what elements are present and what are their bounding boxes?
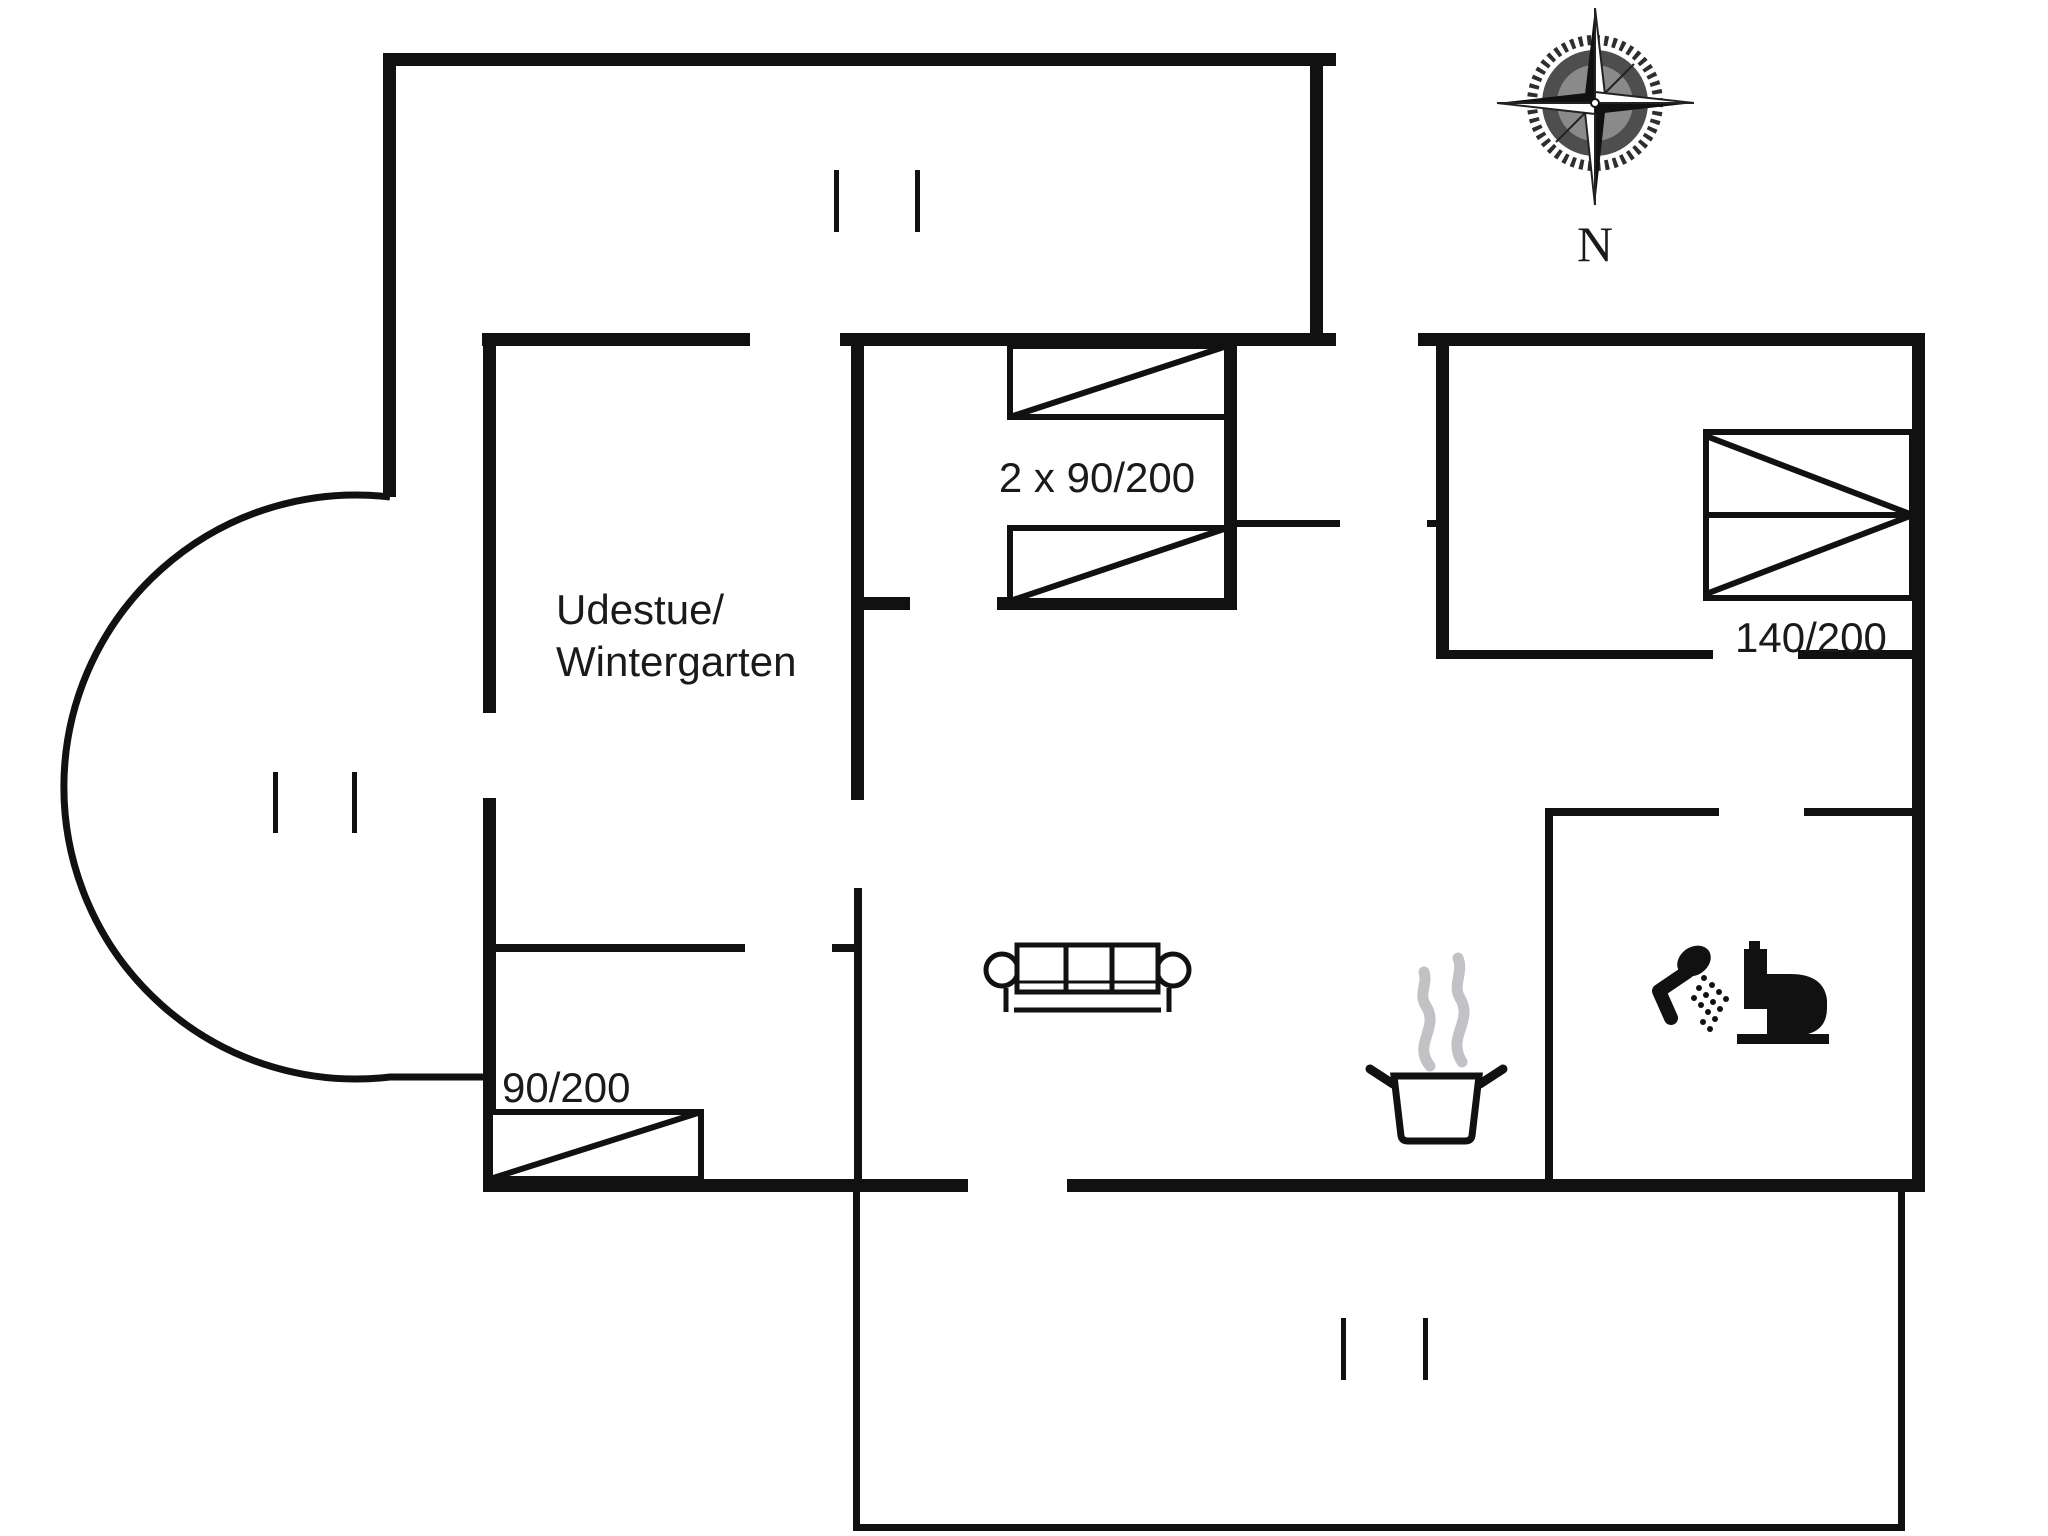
wall [1443,650,1713,659]
interior-walls [483,339,1918,1531]
wall [1436,339,1449,659]
exterior-walls [383,53,1925,1192]
compass-rose-icon [1496,7,1695,206]
bed-icon [487,1109,704,1182]
wall [1418,333,1925,346]
wall [1898,1192,1905,1531]
wall [851,339,864,800]
wall [854,888,862,1188]
bed-size-label-double-room: 140/200 [1735,614,1887,661]
beds [487,343,1915,1182]
bed-size-label-small-room: 90/200 [502,1064,631,1111]
wall [483,944,745,952]
wall [1237,520,1340,527]
window-tick-icon [1341,1318,1346,1380]
wall [482,333,750,346]
wall [1912,333,1925,1192]
wall [851,597,910,610]
room-label-sunroom: Udestue/ Wintergarten [556,584,796,688]
steam-icon [1417,952,1470,1072]
window-tick-icon [1423,1318,1428,1380]
wall [483,339,496,713]
toilet-icon [1737,941,1829,1044]
curved-terrace-wall [60,491,483,1083]
window-tick-icon [273,772,278,833]
window-tick-icon [352,772,357,833]
window-tick-icon [834,170,839,232]
room-label-line1: Udestue/ [556,586,725,633]
wall [832,944,861,952]
wall [383,53,1336,66]
wall [840,333,1336,346]
bed-icon [1007,343,1230,420]
cooking-pot-icon [1365,1064,1508,1145]
shower-icon [1652,945,1729,1032]
compass-north-label: N [1576,216,1614,272]
window-tick-icon [915,170,920,232]
bed-size-label-kids-room: 2 x 90/200 [998,454,1196,501]
window-marks [273,170,1428,1380]
wall [1804,808,1918,816]
wall [1545,808,1719,816]
sofa-icon [983,942,1192,1013]
wall [1545,808,1553,1192]
wall [853,1524,1905,1531]
wall [383,53,396,497]
wall [1067,1179,1925,1192]
double-bed-icon [1703,429,1915,601]
wall [483,1179,968,1192]
wall [853,1192,860,1531]
wall [1798,650,1918,659]
wall [1310,53,1323,346]
bed-icon [1007,525,1230,604]
wall [483,798,496,1192]
room-label-line2: Wintergarten [556,638,797,685]
